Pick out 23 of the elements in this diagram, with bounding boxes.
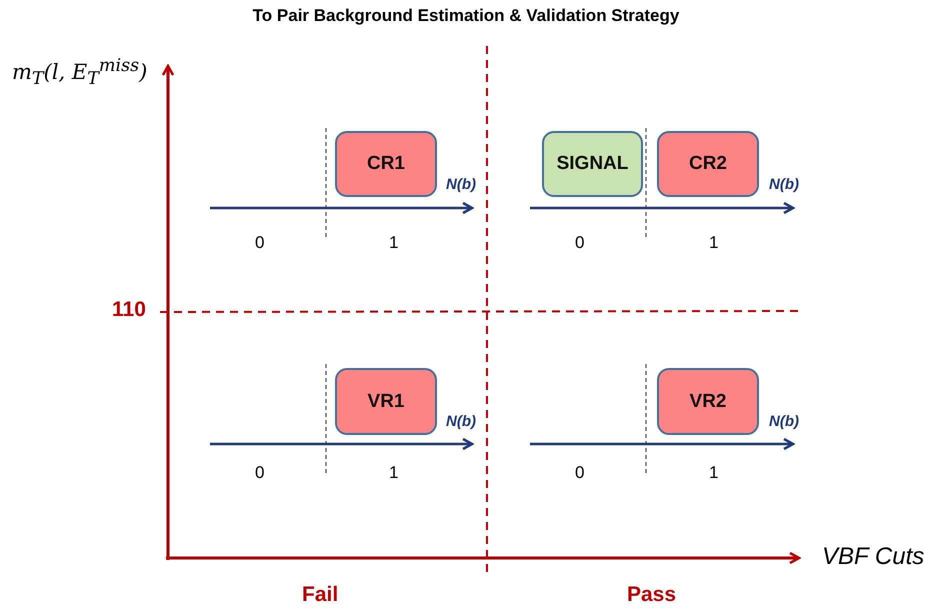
- region-label: Fail: [302, 583, 338, 607]
- tick-label: 0: [575, 233, 584, 253]
- validation-region-box: VR1: [335, 368, 437, 435]
- axis-label: N(b): [769, 413, 799, 430]
- tick-label: 1: [389, 233, 398, 253]
- validation-region-box: VR2: [657, 368, 759, 435]
- tick-label: 0: [255, 233, 264, 253]
- control-region-box: CR2: [657, 131, 759, 197]
- tick-label: 1: [389, 463, 398, 483]
- tick-label: 1: [709, 463, 718, 483]
- signal-region-box: SIGNAL: [542, 131, 643, 197]
- diagram-title: To Pair Background Estimation & Validation Strategy: [252, 6, 680, 26]
- control-region-box: CR1: [335, 131, 437, 197]
- axis-label: N(b): [769, 176, 799, 193]
- axis-label: m$_{T}$(l, E$_{T}$$^{miss}$): [12, 56, 148, 90]
- threshold-label: 110: [112, 298, 146, 322]
- tick-label: 1: [709, 233, 718, 253]
- region-label: Pass: [627, 583, 676, 607]
- tick-label: 0: [255, 463, 264, 483]
- axis-label: N(b): [446, 413, 476, 430]
- tick-label: 0: [575, 463, 584, 483]
- axis-label: N(b): [446, 176, 476, 193]
- axis-label: VBF Cuts: [822, 543, 924, 571]
